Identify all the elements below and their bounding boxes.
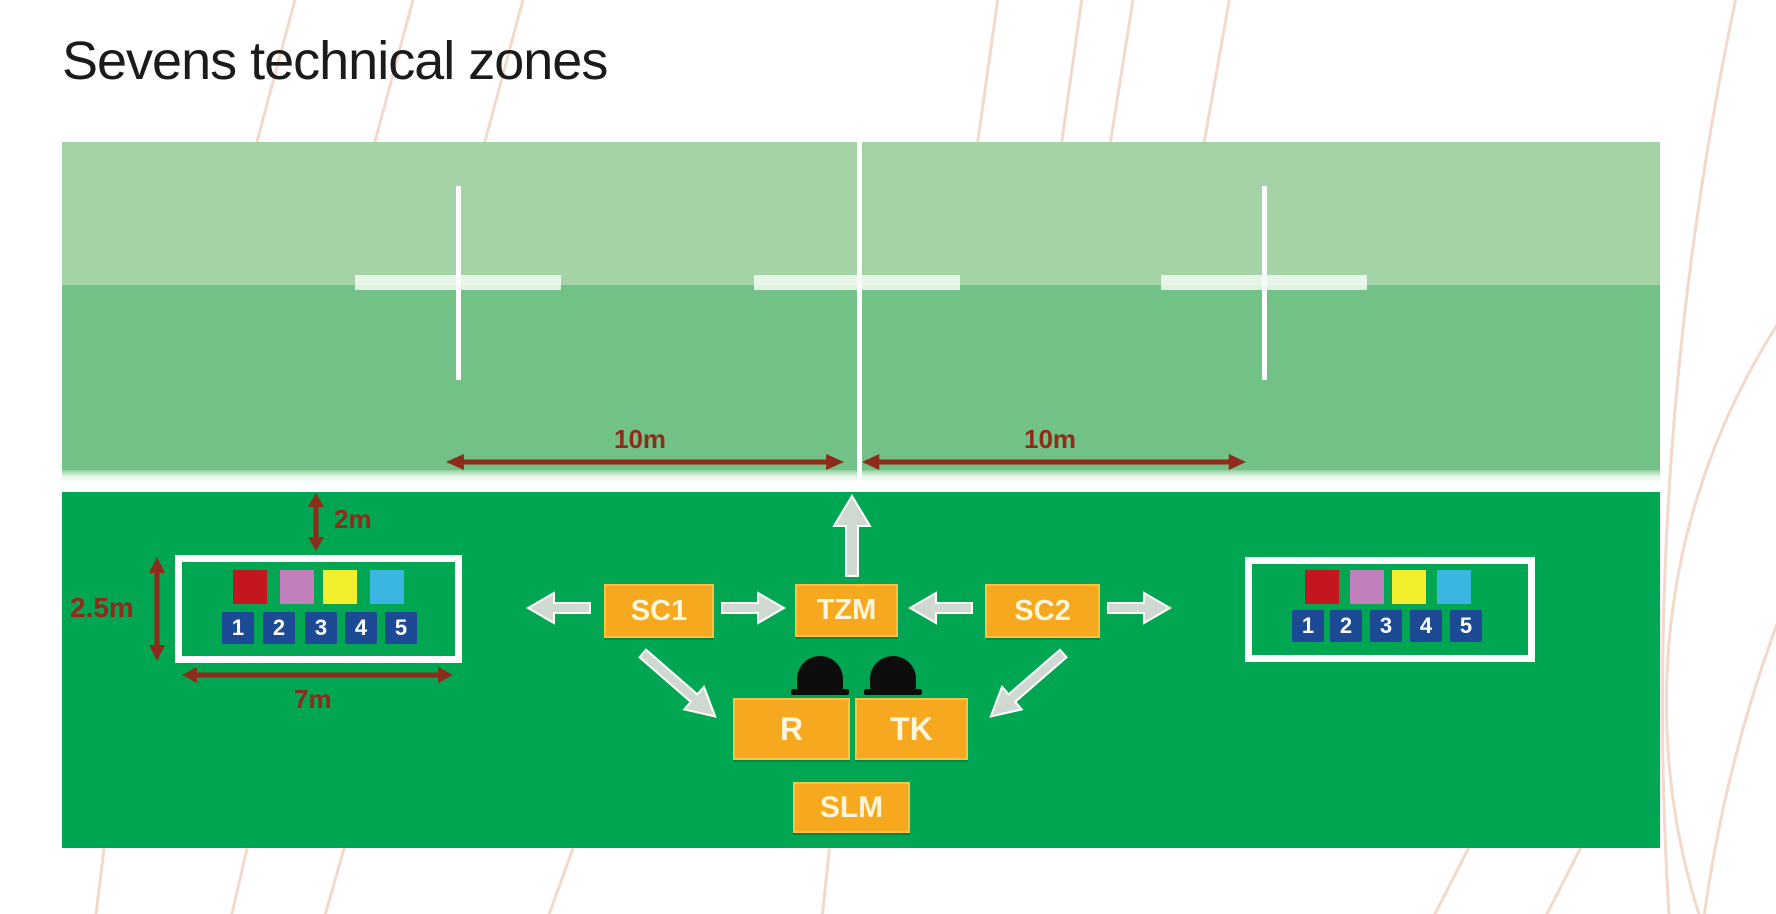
page-title: Sevens technical zones <box>62 31 608 91</box>
substitute-number-5: 5 <box>385 612 417 644</box>
slm-label: SLM <box>819 790 884 824</box>
arrow-right-of-sc2 <box>1107 591 1172 625</box>
pitch-diagram: 10m 10m 2m 2.5m 7m 1 2 <box>62 142 1660 848</box>
substitute-number-5: 5 <box>1450 610 1482 642</box>
swoosh-line <box>1426 842 1473 914</box>
technical-zone-left: 1 2 3 4 5 <box>175 555 462 663</box>
red-card-marker <box>1305 570 1339 604</box>
two-point-five-metre-arrow <box>149 557 165 661</box>
arrow-sc1-to-referee <box>638 648 717 718</box>
label-10m-left: 10m <box>614 424 667 454</box>
ten-metre-arrow-right <box>862 454 1246 470</box>
cross-bar-right <box>1161 275 1367 290</box>
sc1-label: SC1 <box>630 594 688 627</box>
swoosh-line <box>1057 0 1086 160</box>
swoosh-line <box>1538 842 1585 914</box>
technical-zone-right: 1 2 3 4 5 <box>1245 557 1535 662</box>
sc1-box: SC1 <box>604 584 714 638</box>
substitute-number-1: 1 <box>1292 610 1324 642</box>
substitute-number-2: 2 <box>263 612 295 644</box>
swoosh-line <box>1106 0 1137 160</box>
swoosh-line <box>226 838 251 914</box>
cyan-card-marker <box>1437 570 1471 604</box>
substitute-number-4: 4 <box>345 612 377 644</box>
arrow-sc2-to-timekeeper <box>989 648 1068 718</box>
substitute-number-4: 4 <box>1410 610 1442 642</box>
arrow-tzm-to-touchline <box>832 494 872 577</box>
swoosh-line <box>541 840 578 914</box>
halfway-line <box>857 142 862 492</box>
ten-metre-arrow-left <box>446 454 844 470</box>
pink-card-marker <box>1350 570 1384 604</box>
swoosh-line <box>318 839 349 914</box>
cyan-card-marker <box>370 570 404 604</box>
substitute-number-2: 2 <box>1330 610 1362 642</box>
cross-bar-centre <box>754 275 960 290</box>
label-2-5m: 2.5m <box>70 592 134 623</box>
microphone-icon <box>864 656 922 695</box>
swoosh-line <box>973 0 1002 160</box>
cross-bar-left <box>355 275 561 290</box>
arrow-sc1-to-tzm <box>721 591 786 625</box>
referee-box: R <box>733 698 850 760</box>
yellow-card-marker <box>1392 570 1426 604</box>
slm-box: SLM <box>793 782 910 833</box>
arrow-left-of-sc1 <box>526 591 591 625</box>
timekeeper-label: TK <box>890 710 933 747</box>
swoosh-line <box>92 838 107 914</box>
sc2-label: SC2 <box>1014 594 1071 627</box>
arrow-sc2-to-tzm <box>908 591 973 625</box>
substitute-number-3: 3 <box>1370 610 1402 642</box>
swoosh-line <box>1199 0 1234 159</box>
timekeeper-box: TK <box>855 698 968 760</box>
two-metre-arrow <box>308 493 324 551</box>
sc2-box: SC2 <box>985 584 1100 638</box>
referee-label: R <box>779 710 804 747</box>
tzm-box: TZM <box>795 584 898 637</box>
swoosh-line <box>819 838 832 914</box>
label-7m: 7m <box>294 684 332 714</box>
seven-metre-arrow <box>182 667 453 683</box>
tzm-label: TZM <box>816 594 877 626</box>
microphone-icon <box>791 656 849 695</box>
substitute-number-3: 3 <box>305 612 337 644</box>
label-10m-right: 10m <box>1024 424 1077 454</box>
pink-card-marker <box>280 570 314 604</box>
label-2m: 2m <box>334 504 372 534</box>
red-card-marker <box>233 570 267 604</box>
substitute-number-1: 1 <box>222 612 254 644</box>
yellow-card-marker <box>323 570 357 604</box>
